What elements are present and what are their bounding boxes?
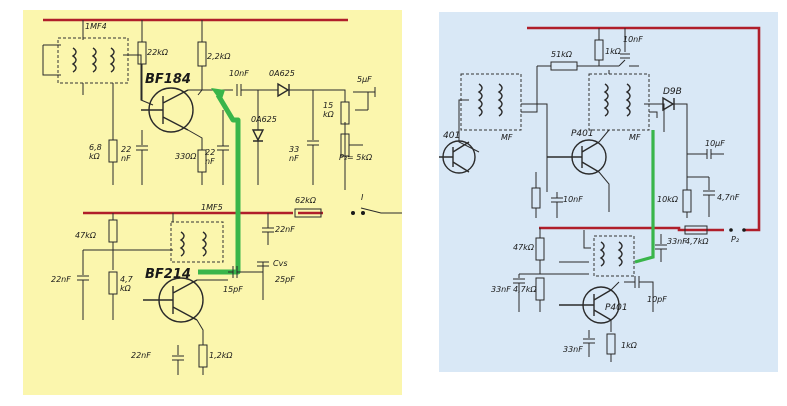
right-schematic: 51kΩ 1kΩ 10nF D9B 10μF 401 MF MF P401 10… [439,12,778,372]
label-5uf: 5μF [357,75,372,84]
label-p401-top: P401 [571,129,594,139]
signal-path-highlight-right [634,130,655,264]
label-4-7k: 4,7kΩ [685,237,709,246]
label-401: 401 [443,131,460,141]
label-10pf: 10pF [647,295,667,304]
transformer-mf-left [460,73,522,131]
label-33nf-c: 33nF [563,345,583,354]
label-bf184: BF184 [145,72,191,87]
label-4-7nf: 4,7nF [717,193,740,202]
label-62k: 62kΩ [295,196,317,205]
label-1mf5: 1MF5 [201,203,223,212]
label-p401-bottom: P401 [605,303,628,313]
label-4-7k-b: 4,7kΩ [513,285,537,294]
label-cvs: Cvs [273,259,288,268]
label-47k: 47kΩ [75,231,97,240]
label-22nf-c: 22nF [275,225,295,234]
label-22k: 22kΩ [147,48,169,57]
top-supply-rail-right [527,26,761,232]
label-51k: 51kΩ [551,50,573,59]
label-p2: P₂= 5kΩ [339,153,373,162]
label-1k-bottom: 1kΩ [621,341,638,350]
label-bf214: BF214 [145,267,191,282]
transformer-1mf4-box [57,37,129,84]
label-33nf-b: 33nF [491,285,511,294]
label-1k-top: 1kΩ [605,47,622,56]
label-47k: 47kΩ [513,243,535,252]
label-0a625-mid: 0A625 [251,115,277,124]
label-mf-right: MF [629,133,641,142]
middle-supply-rail-right [539,226,724,232]
label-330: 330Ω [175,152,197,161]
transformer-lower [593,235,635,277]
transformer-1mf5-box [170,221,224,263]
label-0a625-top: 0A625 [269,69,295,78]
right-schematic-drawing: 51kΩ 1kΩ 10nF D9B 10μF 401 MF MF P401 10… [439,26,761,362]
label-p2-right: P₂ [731,235,740,244]
label-10uf: 10μF [705,139,725,148]
label-10nf: 10nF [229,69,249,78]
label-15pf: 15pF [223,285,243,294]
label-10k: 10kΩ [657,195,679,204]
label-d9b: D9B [663,87,682,97]
label-10nf-top: 10nF [623,35,643,44]
label-10nf-mid: 10nF [563,195,583,204]
label-switch: I [361,193,364,202]
label-1-2k: 1,2kΩ [209,351,233,360]
transformer-mf-right [588,73,650,131]
label-mf-left: MF [501,133,513,142]
signal-path-highlight [198,93,241,275]
label-33nf-a: 33nF [667,237,687,246]
label-1mf4: 1MF4 [85,22,107,31]
label-22nf-e: 22nF [131,351,151,360]
label-22nf-d: 22nF [51,275,71,284]
label-2-2k: 2,2kΩ [207,52,231,61]
label-25pf: 25pF [275,275,295,284]
